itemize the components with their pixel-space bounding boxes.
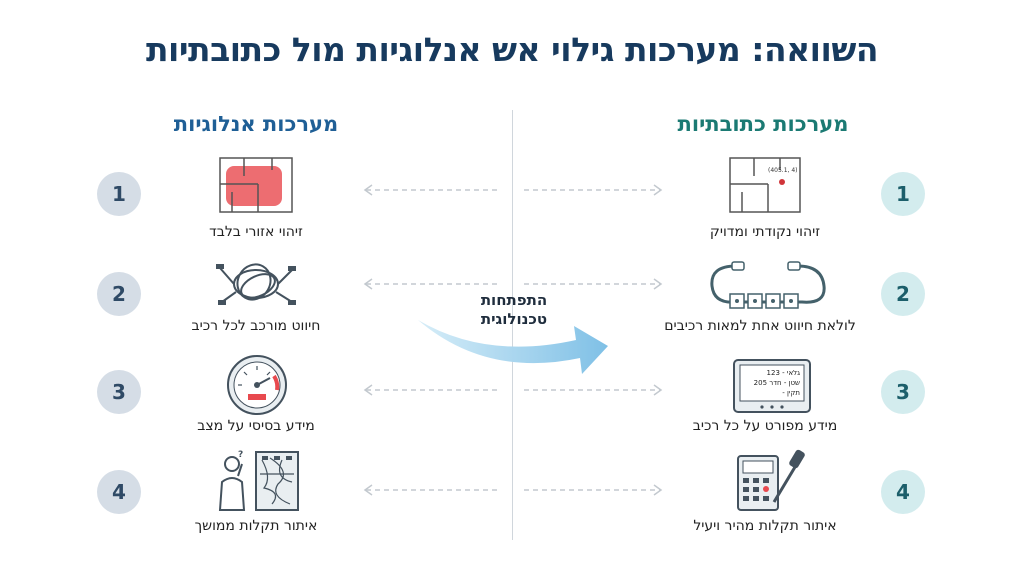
floorplan-point-icon: (405.1, 4) bbox=[729, 157, 801, 213]
row2-digital-number: 2 bbox=[881, 272, 925, 316]
calculator-screwdriver-icon bbox=[737, 449, 805, 511]
screen-line-2: שטן - חדר 205 bbox=[754, 379, 800, 387]
row1-analog-number: 1 bbox=[97, 172, 141, 216]
display-panel-icon: גלאי - 123 שטן - חדר 205 - תקין bbox=[733, 359, 811, 413]
row3-analog-label: מידע בסיסי על מצב bbox=[197, 418, 315, 434]
confused-technician-icon: ? bbox=[218, 450, 299, 511]
column-header-analog: מערכות אנלוגיות bbox=[173, 112, 339, 136]
row1-analog-label: זיהוי אזורי בלבד bbox=[209, 224, 303, 240]
row1-dashed-arrows bbox=[363, 184, 663, 196]
question-mark-icon: ? bbox=[238, 450, 243, 460]
row4-digital-number: 4 bbox=[881, 470, 925, 514]
loop-wiring-icon bbox=[710, 261, 826, 309]
row2-dashed-arrows bbox=[363, 278, 663, 290]
tangled-wires-icon bbox=[216, 263, 296, 305]
screen-line-3: - תקין bbox=[782, 389, 800, 397]
row3-digital-number: 3 bbox=[881, 370, 925, 414]
center-label: התפתחות טכנולוגית bbox=[444, 291, 584, 329]
row3-digital-label: מידע מפורט על כל רכיב bbox=[692, 418, 838, 434]
row1-digital-number: 1 bbox=[881, 172, 925, 216]
row2-digital-label: לולאת חיווט אחת למאות רכיבים bbox=[664, 318, 856, 334]
center-label-line2: טכנולוגית bbox=[480, 310, 548, 328]
row3-analog-number: 3 bbox=[97, 370, 141, 414]
floorplan-coordinate-text: (405.1, 4) bbox=[768, 167, 798, 174]
row2-analog-label: חיווט מורכב לכל רכיב bbox=[191, 318, 321, 334]
row4-analog-number: 4 bbox=[97, 470, 141, 514]
center-label-line1: התפתחות bbox=[480, 291, 548, 309]
row4-analog-label: איתור תקלות ממושך bbox=[194, 518, 318, 534]
floorplan-zone-icon bbox=[219, 157, 293, 213]
center-divider bbox=[512, 110, 513, 540]
gauge-icon bbox=[227, 355, 287, 415]
row2-analog-number: 2 bbox=[97, 272, 141, 316]
column-header-digital: מערכות כתובתיות bbox=[677, 112, 849, 136]
row3-dashed-arrows bbox=[363, 384, 663, 396]
row4-dashed-arrows bbox=[363, 484, 663, 496]
page-title: השוואה: מערכות גילוי אש אנלוגיות מול כתו… bbox=[145, 30, 879, 69]
row1-digital-label: זיהוי נקודתי ומדויק bbox=[709, 224, 821, 240]
center-curved-arrow-icon bbox=[418, 320, 608, 374]
row4-digital-label: איתור תקלות מהיר ויעיל bbox=[693, 518, 837, 534]
screen-line-1: גלאי - 123 bbox=[767, 369, 801, 377]
